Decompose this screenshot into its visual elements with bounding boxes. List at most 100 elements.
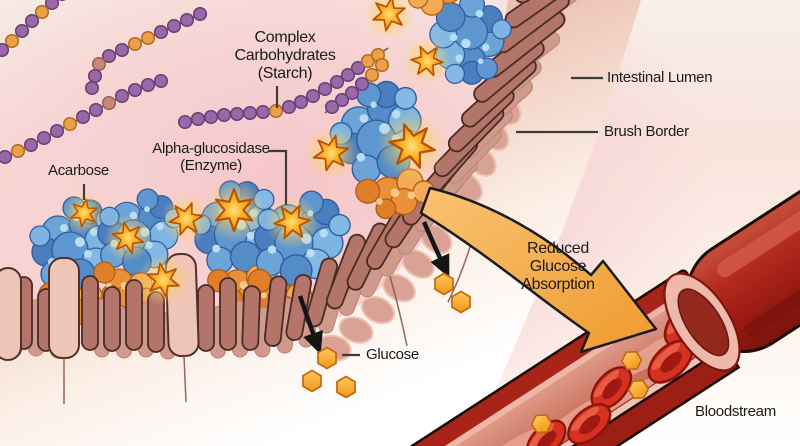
acarbose-star-icon [202,178,266,242]
starch-bead-icon [0,42,10,58]
intestinal-wall [0,0,641,446]
starch-bead-icon [329,74,345,90]
starch-bead-icon [192,6,208,22]
villus [125,279,143,351]
glucose-hexagon-icon [530,414,553,434]
starch-bead-icon [153,73,169,89]
starch-bead-icon [344,85,360,101]
starch-bead-icon [23,137,39,153]
starch-bead-icon [14,23,30,39]
starch-bead-icon [49,123,65,139]
starch-bead-icon [34,4,50,20]
starch-bead-icon [354,76,370,92]
starch-bead-icon [101,95,117,111]
glucose-hexagon-icon [627,379,650,400]
starch-bead-icon [114,88,130,104]
starch-bead-icon [242,105,258,121]
starch-bead-icon [255,104,271,120]
villus [48,257,80,359]
villus [263,275,288,347]
label-glucose: Glucose [366,346,419,363]
label-complex-carbohydrates: Complex Carbohydrates (Starch) [234,29,336,82]
starch-bead-icon [24,13,40,29]
starch-bead-icon [36,130,52,146]
starch-bead-icon [203,109,219,125]
starch-bead-icon [229,106,245,122]
label-leader-lines [82,76,603,357]
starch-chain [177,47,389,130]
starch-chains [0,0,390,165]
starch-bead-icon [293,94,309,110]
glucose-hexagon-icon [302,369,322,393]
villus [219,277,237,351]
acarbose-star-icon [377,111,447,181]
starch-bead-icon [44,0,60,11]
starch-bead-icon [127,36,143,52]
starch-bead-icon [281,99,297,115]
acarbose-star-icon [137,254,189,306]
villus [81,275,99,351]
label-intestinal-lumen: Intestinal Lumen [607,69,713,86]
starch-bead-icon [140,77,156,93]
acarbose-star-icon [103,213,153,263]
starch-bead-icon [87,68,103,84]
flow-arrow [297,295,323,355]
reduced-absorption-arrow [419,186,658,354]
starch-bead-icon [62,116,78,132]
starch-bead-icon [216,107,232,123]
label-bloodstream: Bloodstream [695,403,776,420]
villus [197,284,215,352]
starch-chain [84,6,208,96]
glucose-hexagon-icon [620,350,643,371]
acarbose-star-icon [402,36,452,86]
villus [103,286,121,352]
starch-chain [0,0,66,59]
starch-bead-icon [91,56,107,72]
acarbose-star-icon [160,193,212,245]
label-alpha-glucosidase: Alpha-glucosidase (Enzyme) [152,140,270,174]
label-reduced-glucose-absorption: Reduced Glucose Absorption [521,240,595,293]
starch-bead-icon [334,92,350,108]
glucose-hexagon-icon [451,290,471,314]
flow-arrow [421,221,450,278]
villus [241,285,261,351]
starch-bead-icon [324,99,340,115]
starch-bead-icon [177,114,193,130]
acarbose-star-icon [264,194,320,250]
starch-bead-icon [305,88,321,104]
acarbose-star-icon [63,192,105,234]
starch-bead-icon [88,102,104,118]
red-blood-cell-icon [567,403,612,445]
starch-chain [324,57,390,115]
starch-bead-icon [75,109,91,125]
starch-bead-icon [0,149,13,165]
glucose-flow-arrows [297,221,450,355]
starch-bead-icon [114,42,130,58]
epithelial-bump [338,316,374,344]
epithelial-bump [360,295,396,325]
acarbose-stars [63,0,452,306]
acarbose-star-icon [303,125,359,181]
starch-bead-icon [340,67,356,83]
acarbose-star-icon [363,0,415,40]
red-blood-cell-icon [647,339,694,384]
starch-bead-icon [350,60,366,76]
glucose-hexagon-icon [336,375,356,399]
starch-bead-icon [166,18,182,34]
starch-bead-icon [84,80,100,96]
label-acarbose: Acarbose [48,162,109,179]
villus [0,267,22,361]
starch-bead-icon [101,48,117,64]
brush-border-villi [0,0,593,361]
glucose-hexagon-icon [317,346,337,370]
starch-bead-icon [4,33,20,49]
starch-bead-icon [153,24,169,40]
starch-bead-icon [140,30,156,46]
starch-bead-icon [317,81,333,97]
starch-bead-icon [364,67,380,83]
label-brush-border: Brush Border [604,123,689,140]
starch-bead-icon [190,111,206,127]
starch-bead-icon [374,57,390,73]
